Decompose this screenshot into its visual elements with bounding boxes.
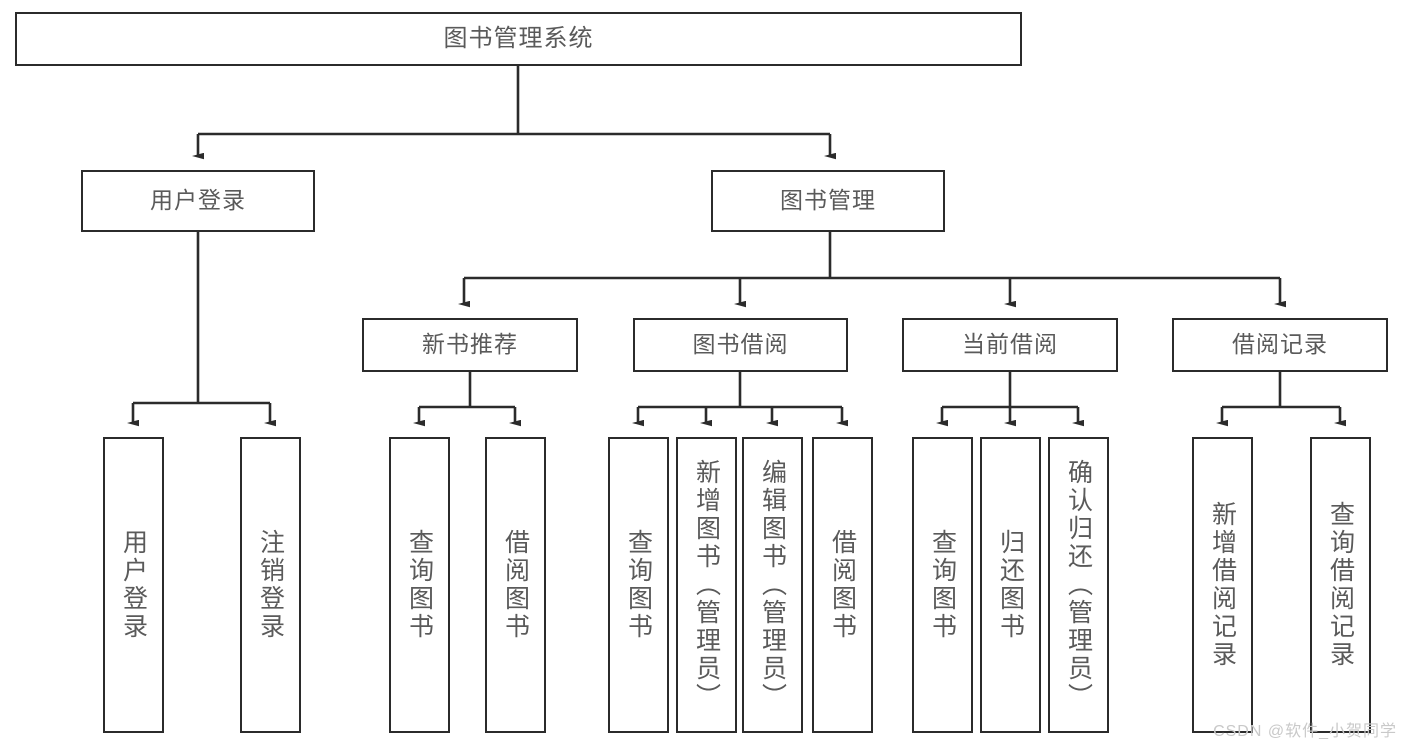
leaf-borrow-borrow-book[interactable]: 借阅图书 xyxy=(812,437,873,733)
leaf-borrow-add-book[interactable]: 新增图书（管理员） xyxy=(676,437,737,733)
node-user-login[interactable]: 用户登录 xyxy=(81,170,315,232)
node-user-login-label: 用户登录 xyxy=(150,187,246,214)
leaf-records-query-label: 查询借阅记录 xyxy=(1326,501,1355,669)
leaf-current-return[interactable]: 归还图书 xyxy=(980,437,1041,733)
node-current-borrow[interactable]: 当前借阅 xyxy=(902,318,1118,372)
leaf-borrow-query[interactable]: 查询图书 xyxy=(608,437,669,733)
leaf-current-query[interactable]: 查询图书 xyxy=(912,437,973,733)
leaf-borrow-borrow-book-label: 借阅图书 xyxy=(828,529,857,641)
leaf-user-login-signout[interactable]: 注销登录 xyxy=(240,437,301,733)
leaf-new-book-query[interactable]: 查询图书 xyxy=(389,437,450,733)
node-root-label: 图书管理系统 xyxy=(443,24,594,52)
leaf-borrow-edit-book-label: 编辑图书（管理员） xyxy=(758,459,787,711)
node-book-management[interactable]: 图书管理 xyxy=(711,170,945,232)
leaf-user-login-signin[interactable]: 用户登录 xyxy=(103,437,164,733)
leaf-current-confirm-return-label: 确认归还（管理员） xyxy=(1064,459,1093,711)
node-book-borrow-label: 图书借阅 xyxy=(692,331,789,358)
leaf-borrow-query-label: 查询图书 xyxy=(624,529,653,641)
watermark: CSDN @软件_小贺同学 xyxy=(1213,723,1397,740)
leaf-records-add[interactable]: 新增借阅记录 xyxy=(1192,437,1253,733)
node-borrow-records[interactable]: 借阅记录 xyxy=(1172,318,1388,372)
leaf-user-login-signout-label: 注销登录 xyxy=(256,529,285,641)
node-new-book-recommendation-label: 新书推荐 xyxy=(422,331,518,358)
leaf-new-book-borrow[interactable]: 借阅图书 xyxy=(485,437,546,733)
node-new-book-recommendation[interactable]: 新书推荐 xyxy=(362,318,578,372)
node-current-borrow-label: 当前借阅 xyxy=(962,331,1058,358)
leaf-new-book-query-label: 查询图书 xyxy=(405,529,434,641)
leaf-records-add-label: 新增借阅记录 xyxy=(1208,501,1237,669)
node-borrow-records-label: 借阅记录 xyxy=(1232,331,1328,358)
leaf-new-book-borrow-label: 借阅图书 xyxy=(501,529,530,641)
node-root[interactable]: 图书管理系统 xyxy=(15,12,1022,66)
node-book-management-label: 图书管理 xyxy=(780,187,876,214)
leaf-records-query[interactable]: 查询借阅记录 xyxy=(1310,437,1371,733)
leaf-current-confirm-return[interactable]: 确认归还（管理员） xyxy=(1048,437,1109,733)
node-book-borrow[interactable]: 图书借阅 xyxy=(633,318,848,372)
leaf-current-query-label: 查询图书 xyxy=(928,529,957,641)
leaf-user-login-signin-label: 用户登录 xyxy=(119,529,148,641)
leaf-borrow-add-book-label: 新增图书（管理员） xyxy=(692,459,721,711)
leaf-current-return-label: 归还图书 xyxy=(996,529,1025,641)
leaf-borrow-edit-book[interactable]: 编辑图书（管理员） xyxy=(742,437,803,733)
